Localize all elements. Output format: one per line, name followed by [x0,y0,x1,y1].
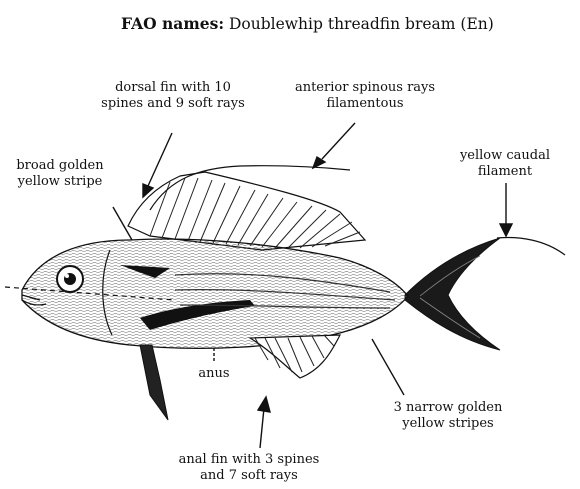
label-anus: anus [194,366,234,382]
label-broad-stripe: broad golden yellow stripe [0,158,120,190]
label-caudal-filament: yellow caudal filament [450,148,560,180]
label-anterior-rays: anterior spinous rays filamentous [290,80,440,112]
dorsal-fin [128,166,365,250]
caudal-fin [405,238,565,350]
label-anal-fin: anal fin with 3 spines and 7 soft rays [154,452,344,484]
anal-fin [250,335,340,378]
label-dorsal-fin: dorsal fin with 10 spines and 9 soft ray… [98,80,248,112]
label-narrow-stripes: 3 narrow golden yellow stripes [378,400,518,432]
fish-body [5,239,408,348]
pelvic-fin [140,345,168,420]
